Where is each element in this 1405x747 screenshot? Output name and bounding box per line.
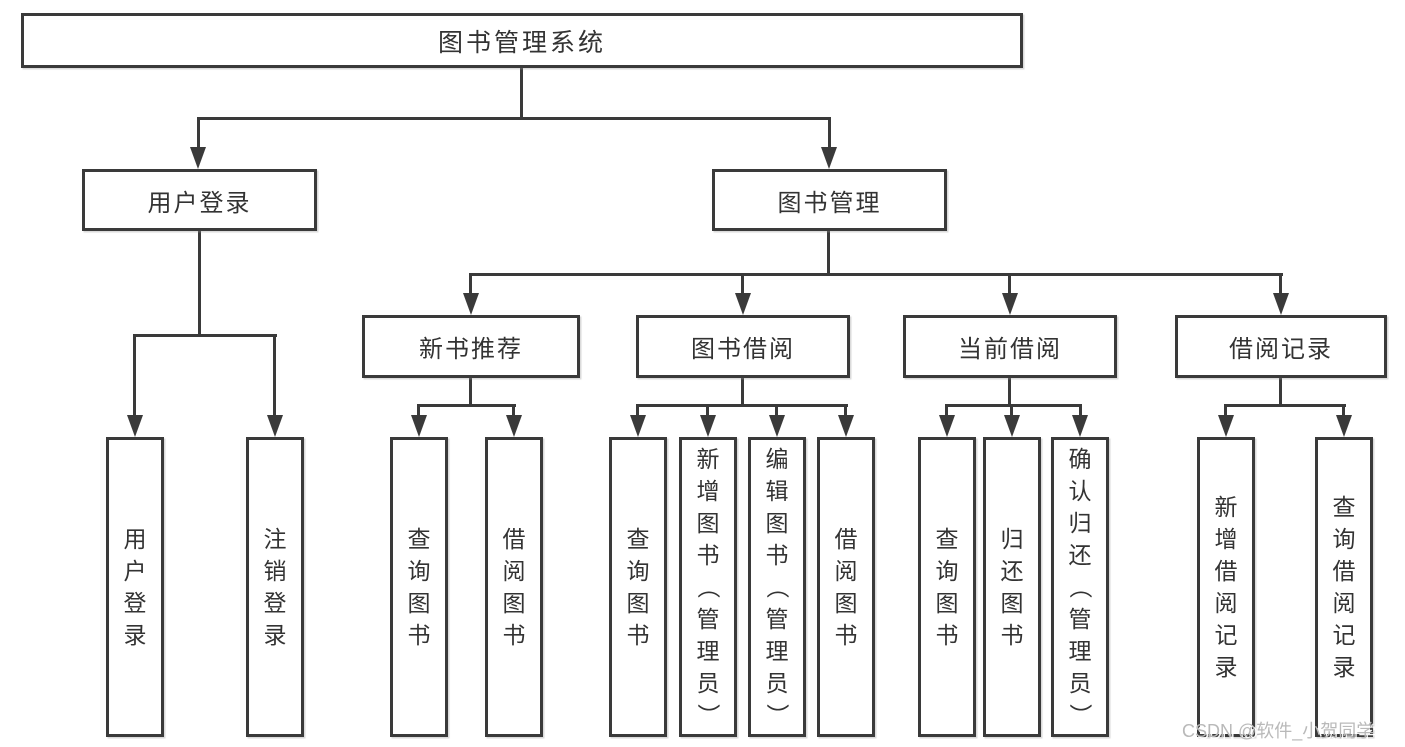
connector-line: [1008, 273, 1011, 295]
connector-line: [1224, 404, 1346, 407]
connector-arrow-down: [769, 415, 785, 437]
node-book-borrowing: 图书借阅: [636, 315, 850, 378]
leaf-query-books-recommend: 查询图书: [390, 437, 448, 737]
connector-arrow-down: [838, 415, 854, 437]
connector-arrow-down: [1273, 293, 1289, 315]
connector-arrow-down: [411, 415, 427, 437]
connector-arrow-down: [1002, 293, 1018, 315]
connector-line: [133, 334, 136, 416]
node-borrowing-records: 借阅记录: [1175, 315, 1387, 378]
leaf-label: 借阅图书: [834, 526, 858, 648]
node-new-book-recommendation: 新书推荐: [362, 315, 580, 378]
node-label: 图书管理系统: [437, 28, 606, 57]
connector-arrow-down: [821, 147, 837, 169]
connector-arrow-down: [1004, 415, 1020, 437]
connector-line: [775, 404, 778, 417]
leaf-label: 确认归还（管理员）: [1067, 446, 1093, 727]
connector-line: [1008, 376, 1011, 407]
leaf-label: 用户登录: [123, 526, 147, 648]
connector-line: [1224, 404, 1227, 417]
node-label: 新书推荐: [419, 336, 523, 363]
connector-line: [828, 117, 831, 150]
connector-arrow-down: [1218, 415, 1234, 437]
leaf-return-books: 归还图书: [983, 437, 1041, 737]
node-label: 图书借阅: [691, 336, 795, 363]
connector-line: [1279, 376, 1282, 407]
connector-arrow-down: [1336, 415, 1352, 437]
leaf-user-login: 用户登录: [106, 437, 164, 737]
node-user-login: 用户登录: [82, 169, 317, 231]
node-book-management: 图书管理: [712, 169, 947, 231]
connector-line: [844, 404, 847, 417]
leaf-query-books-borrowing: 查询图书: [609, 437, 667, 737]
node-label: 图书管理: [777, 189, 882, 217]
csdn-watermark: CSDN @软件_小贺同学: [1182, 721, 1375, 741]
connector-line: [469, 273, 472, 295]
connector-line: [1342, 404, 1345, 417]
node-label: 借阅记录: [1229, 336, 1333, 363]
connector-line: [945, 404, 1082, 407]
leaf-query-borrow-record: 查询借阅记录: [1315, 437, 1373, 737]
connector-line: [469, 273, 1283, 276]
connector-line: [198, 229, 201, 337]
connector-line: [520, 66, 523, 118]
leaf-logout: 注销登录: [246, 437, 304, 737]
leaf-label: 新增借阅记录: [1214, 494, 1238, 680]
connector-arrow-down: [127, 415, 143, 437]
node-current-borrowing: 当前借阅: [903, 315, 1117, 378]
leaf-confirm-return-admin: 确认归还（管理员）: [1051, 437, 1109, 737]
leaf-label: 编辑图书（管理员）: [764, 446, 790, 727]
connector-arrow-down: [735, 293, 751, 315]
leaf-borrow-books-recommend: 借阅图书: [485, 437, 543, 737]
connector-arrow-down: [267, 415, 283, 437]
node-library-management-system: 图书管理系统: [21, 13, 1023, 68]
connector-line: [512, 404, 515, 417]
connector-arrow-down: [1072, 415, 1088, 437]
connector-arrow-down: [700, 415, 716, 437]
connector-line: [741, 273, 744, 295]
leaf-label: 查询图书: [935, 526, 959, 648]
connector-line: [741, 376, 744, 407]
leaf-label: 查询借阅记录: [1332, 494, 1356, 680]
connector-line: [133, 334, 277, 337]
leaf-query-books-current: 查询图书: [918, 437, 976, 737]
connector-line: [636, 404, 639, 417]
leaf-add-borrow-record: 新增借阅记录: [1197, 437, 1255, 737]
leaf-label: 新增图书（管理员）: [695, 446, 721, 727]
leaf-label: 注销登录: [263, 526, 287, 648]
connector-arrow-down: [630, 415, 646, 437]
connector-arrow-down: [939, 415, 955, 437]
leaf-add-books-admin: 新增图书（管理员）: [679, 437, 737, 737]
connector-arrow-down: [506, 415, 522, 437]
connector-line: [197, 117, 831, 120]
connector-line: [469, 376, 472, 407]
connector-line: [1010, 404, 1013, 417]
connector-arrow-down: [463, 293, 479, 315]
leaf-borrow-books: 借阅图书: [817, 437, 875, 737]
connector-line: [417, 404, 420, 417]
leaf-label: 查询图书: [626, 526, 650, 648]
connector-line: [1279, 273, 1282, 295]
connector-line: [945, 404, 948, 417]
leaf-label: 借阅图书: [502, 526, 526, 648]
node-label: 当前借阅: [958, 336, 1062, 363]
connector-line: [706, 404, 709, 417]
connector-line: [1079, 404, 1082, 417]
leaf-label: 归还图书: [1000, 526, 1024, 648]
connector-line: [636, 404, 848, 407]
connector-line: [197, 117, 200, 150]
connector-arrow-down: [190, 147, 206, 169]
connector-line: [417, 404, 516, 407]
leaf-label: 查询图书: [407, 526, 431, 648]
connector-line: [273, 334, 276, 416]
leaf-edit-books-admin: 编辑图书（管理员）: [748, 437, 806, 737]
node-label: 用户登录: [147, 189, 252, 217]
connector-line: [827, 229, 830, 276]
